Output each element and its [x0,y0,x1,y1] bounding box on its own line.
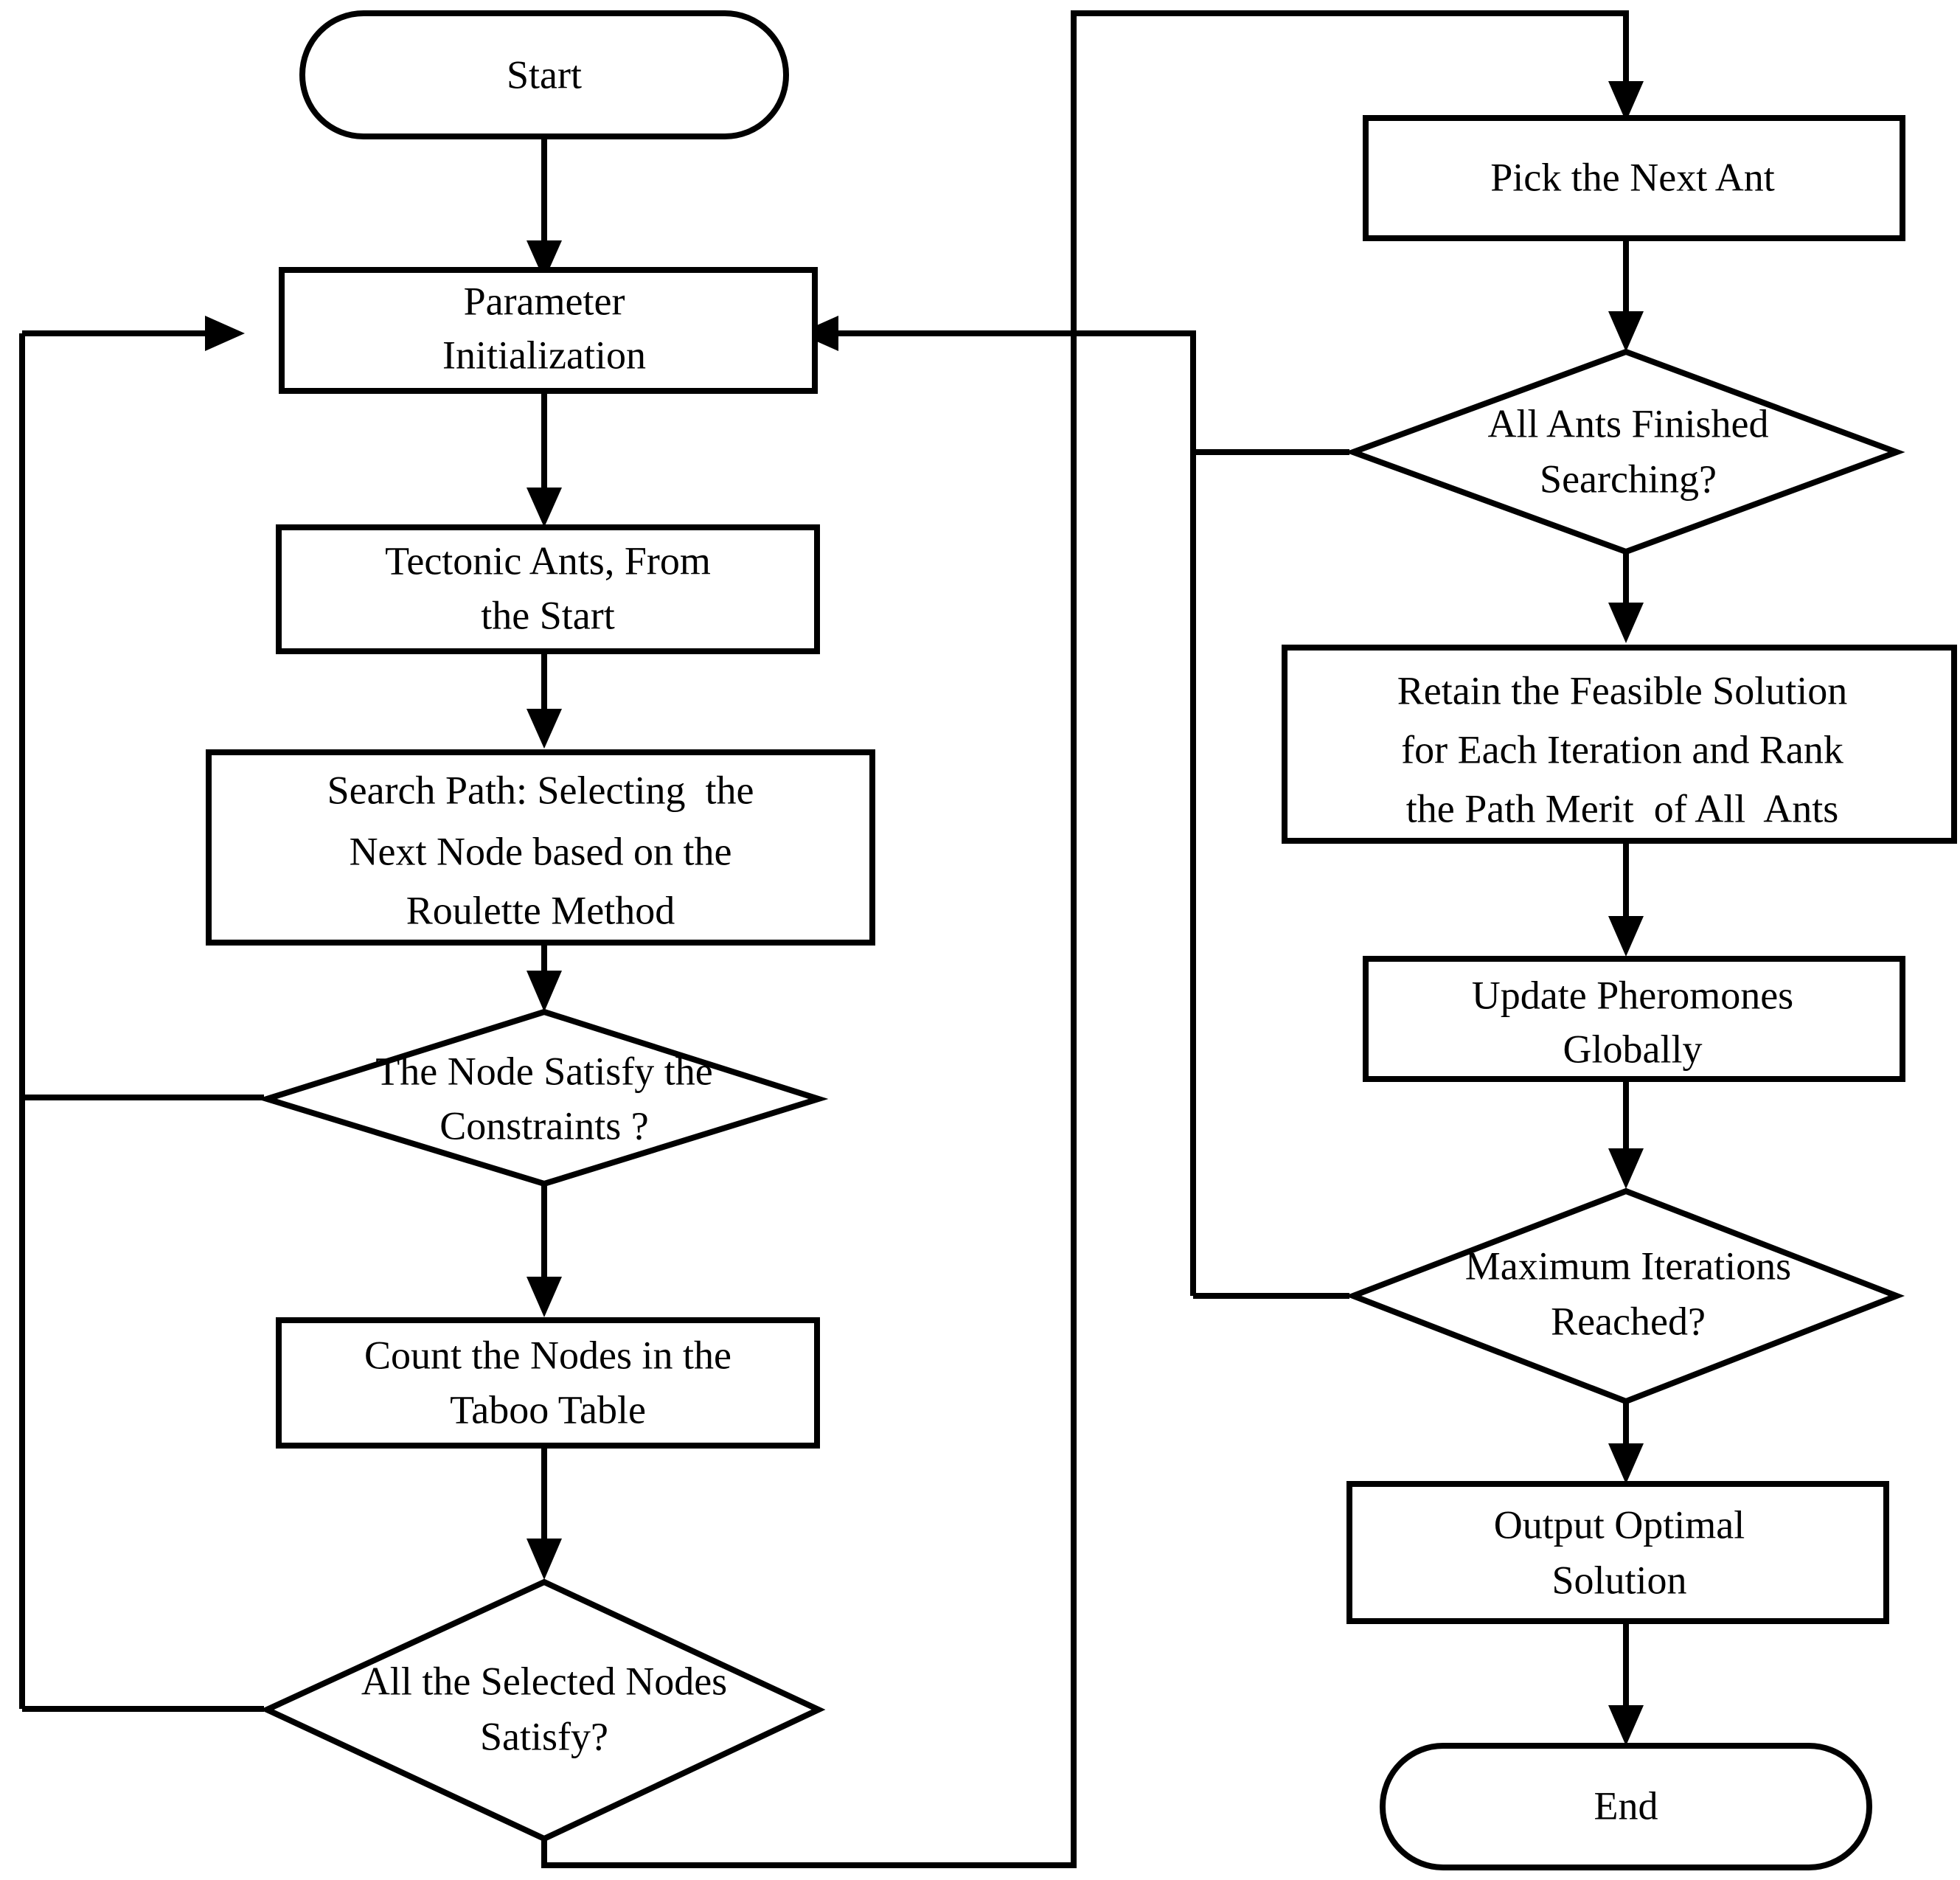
node-parameter-initialization[interactable]: Parameter Initialization [279,267,818,394]
edge-tectonic-ants-to-search-path [527,651,562,749]
edge-count-nodes-to-all-selected-nodes [527,1446,562,1580]
node-satisfy-constraints-shape [257,1008,829,1187]
edge-start-to-parameter-initialization [527,136,562,280]
maximum-iterations-reached-shape [1344,1187,1905,1405]
edge-search-path-to-node-satisfy-constraints [527,943,562,1012]
node-satisfy-constraints-label-line1: The Node Satisfy the [375,1049,712,1093]
edge-left-return-bus [19,316,245,1709]
count-nodes-taboo-table-label-line1: Count the Nodes in the [364,1333,731,1377]
all-ants-finished-searching-shape [1344,348,1905,555]
search-path-label-line3: Roulette Method [406,888,675,932]
node-output-optimal-solution[interactable]: Output Optimal Solution [1346,1481,1889,1624]
tectonic-ants-label-line1: Tectonic Ants, From [385,538,711,583]
edge-node-satisfy-to-count-nodes [527,1184,562,1317]
edge-output-optimal-to-end [1608,1621,1644,1746]
update-pheromones-globally-label-line2: Globally [1563,1027,1703,1071]
output-optimal-solution-label-line1: Output Optimal [1494,1502,1745,1547]
end-shape [1380,1743,1872,1870]
parameter-initialization-label-line2: Initialization [442,333,646,377]
all-ants-finished-searching-label-line2: Searching? [1540,457,1717,501]
node-count-nodes-taboo-table[interactable]: Count the Nodes in the Taboo Table [276,1317,820,1449]
edge-all-selected-nodes-yes-to-pick-next-ant [541,10,1644,1868]
edge-retain-feasible-to-update-pheromones [1608,841,1644,957]
all-selected-nodes-satisfy-shape [260,1578,826,1842]
parameter-initialization-shape [279,267,818,394]
edge-parameter-initialization-to-tectonic-ants [527,391,562,527]
start-shape [299,10,789,139]
tectonic-ants-shape [276,524,820,654]
node-retain-feasible-solution[interactable]: Retain the Feasible Solution for Each It… [1282,645,1957,844]
output-optimal-solution-label-line2: Solution [1551,1558,1686,1602]
node-maximum-iterations-reached[interactable]: Maximum Iterations Reached? [1344,1187,1905,1405]
node-all-selected-nodes-satisfy[interactable]: All the Selected Nodes Satisfy? [260,1578,826,1842]
retain-feasible-solution-label-line1: Retain the Feasible Solution [1397,668,1847,712]
edge-update-pheromones-to-maximum-iterations [1608,1079,1644,1189]
retain-feasible-solution-label-line2: for Each Iteration and Rank [1401,727,1843,771]
maximum-iterations-reached-label-line2: Reached? [1551,1299,1706,1343]
pick-next-ant-label: Pick the Next Ant [1490,155,1774,199]
tectonic-ants-label-line2: the Start [481,593,614,637]
parameter-initialization-label-line1: Parameter [464,279,625,323]
all-ants-finished-searching-label-line1: All Ants Finished [1487,401,1768,445]
node-update-pheromones-globally[interactable]: Update Pheromones Globally [1363,956,1905,1082]
node-all-ants-finished-searching[interactable]: All Ants Finished Searching? [1344,348,1905,555]
node-search-path[interactable]: Search Path: Selecting the Next Node bas… [206,749,875,946]
edge-right-inner-return-bus [799,316,1196,1296]
edge-all-ants-finished-yes-to-retain-feasible [1608,552,1644,643]
search-path-shape [206,749,875,946]
count-nodes-taboo-table-shape [276,1317,820,1449]
end-label: End [1594,1783,1658,1828]
count-nodes-taboo-table-label-line2: Taboo Table [450,1387,646,1432]
pick-next-ant-shape [1363,115,1905,241]
start-label: Start [507,52,582,97]
all-selected-nodes-satisfy-label-line1: All the Selected Nodes [361,1659,727,1703]
node-tectonic-ants[interactable]: Tectonic Ants, From the Start [276,524,820,654]
retain-feasible-solution-shape [1282,645,1957,844]
retain-feasible-solution-label-line3: the Path Merit of All Ants [1406,786,1839,830]
node-pick-next-ant[interactable]: Pick the Next Ant [1363,115,1905,241]
node-satisfy-constraints-label-line2: Constraints ? [439,1103,648,1148]
all-selected-nodes-satisfy-label-line2: Satisfy? [480,1714,608,1758]
maximum-iterations-reached-label-line1: Maximum Iterations [1465,1243,1791,1288]
edge-maximum-iterations-yes-to-output-optimal [1608,1401,1644,1484]
update-pheromones-globally-shape [1363,956,1905,1082]
edge-pick-next-ant-to-all-ants-finished [1608,238,1644,352]
node-end[interactable]: End [1380,1743,1872,1870]
search-path-label-line2: Next Node based on the [350,829,732,873]
search-path-label-line1: Search Path: Selecting the [327,768,754,812]
update-pheromones-globally-label-line1: Update Pheromones [1472,973,1793,1017]
output-optimal-solution-shape [1346,1481,1889,1624]
node-start[interactable]: Start [299,10,789,139]
node-node-satisfy-constraints[interactable]: The Node Satisfy the Constraints ? [257,1008,829,1187]
